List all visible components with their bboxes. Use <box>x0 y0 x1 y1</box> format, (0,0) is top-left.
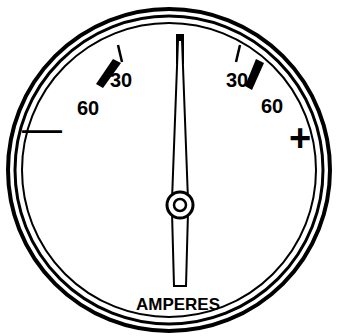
unit-label: AMPERES <box>136 296 220 313</box>
needle-tail <box>172 212 188 286</box>
needle <box>172 40 188 200</box>
dial-face <box>22 23 316 317</box>
scale-value: 30 <box>110 70 132 90</box>
needle-pivot <box>167 192 193 218</box>
scale-value: 60 <box>77 98 99 118</box>
scale-value: 30 <box>226 70 248 90</box>
plus-sign: + <box>289 119 311 157</box>
bezel-outer <box>8 9 330 331</box>
tick-30-right <box>236 45 240 62</box>
tick-30-left <box>118 45 122 62</box>
scale-value: 60 <box>261 96 283 116</box>
minus-sign: — <box>22 108 62 148</box>
bezel-middle <box>15 16 323 324</box>
pivot-center <box>174 199 186 211</box>
